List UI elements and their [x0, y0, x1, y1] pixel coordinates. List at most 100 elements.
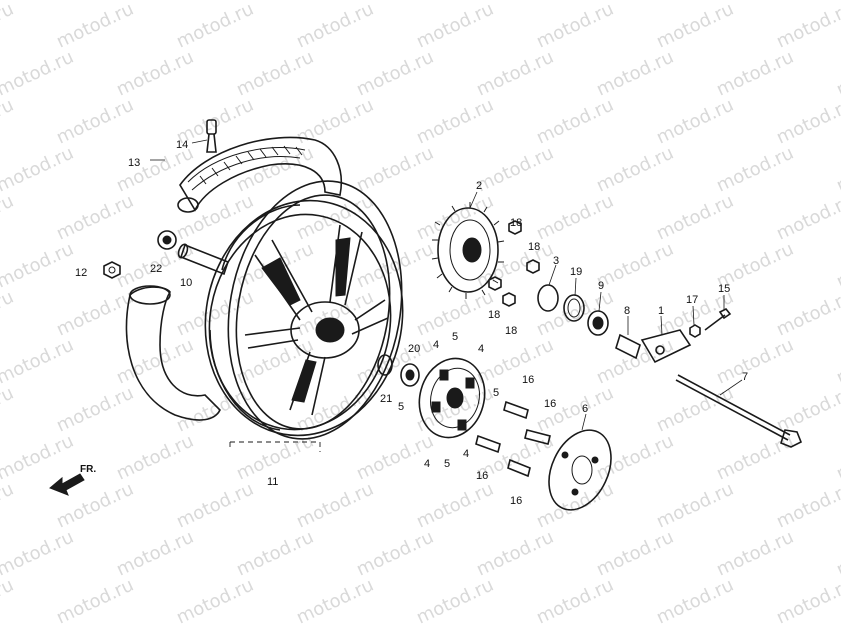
watermark-text: motod.ru	[713, 527, 797, 581]
callout-12: 12	[75, 267, 87, 279]
watermark-text: motod.ru	[773, 479, 841, 533]
callout-6: 6	[582, 403, 588, 415]
distance-collar	[615, 333, 641, 360]
callout-15: 15	[718, 283, 730, 295]
watermark-text: motod.ru	[653, 191, 737, 245]
watermark-text: motod.ru	[0, 479, 17, 533]
callout-18-c: 18	[488, 309, 500, 321]
watermark-text: motod.ru	[353, 47, 437, 101]
watermark-text: motod.ru	[413, 479, 497, 533]
callout-16-b: 16	[544, 398, 556, 410]
oil-seal	[563, 294, 585, 322]
watermark-text: motod.ru	[293, 95, 377, 149]
watermark-text: motod.ru	[473, 143, 557, 197]
watermark-text: motod.ru	[833, 431, 841, 485]
watermark-text: motod.ru	[653, 95, 737, 149]
watermark-text: motod.ru	[713, 335, 797, 389]
watermark-text: motod.ru	[173, 287, 257, 341]
watermark-text: motod.ru	[593, 47, 677, 101]
callout-20: 20	[408, 343, 420, 355]
axle-sleeve	[177, 243, 229, 276]
watermark-text: motod.ru	[593, 239, 677, 293]
watermark-text: motod.ru	[773, 287, 841, 341]
watermark-text: motod.ru	[653, 479, 737, 533]
watermark-text: motod.ru	[533, 191, 617, 245]
callout-9: 9	[598, 280, 604, 292]
watermark-text: motod.ru	[833, 143, 841, 197]
watermark-text: motod.ru	[533, 479, 617, 533]
watermark-text: motod.ru	[413, 95, 497, 149]
callout-4-d: 4	[463, 448, 469, 460]
watermark-text: motod.ru	[0, 0, 77, 5]
watermark-text: motod.ru	[413, 575, 497, 629]
watermark-text: motod.ru	[773, 0, 841, 53]
watermark-text: motod.ru	[293, 575, 377, 629]
callout-4-b: 4	[433, 339, 439, 351]
watermark-text: motod.ru	[0, 335, 77, 389]
watermark-text: motod.ru	[53, 191, 137, 245]
callout-1: 1	[658, 305, 664, 317]
callout-4-a: 4	[478, 343, 484, 355]
callout-10: 10	[180, 277, 192, 289]
rim-band	[125, 285, 221, 421]
circlip	[537, 284, 559, 312]
watermark-text: motod.ru	[113, 47, 197, 101]
watermark-text: motod.ru	[0, 0, 17, 53]
watermark-text: motod.ru	[113, 431, 197, 485]
watermark-text: motod.ru	[113, 335, 197, 389]
watermark-text: motod.ru	[53, 287, 137, 341]
watermark-text: motod.ru	[473, 527, 557, 581]
watermark-text: motod.ru	[353, 527, 437, 581]
callout-19: 19	[570, 266, 582, 278]
watermark-text: motod.ru	[713, 143, 797, 197]
watermark-text: motod.ru	[233, 47, 317, 101]
driven-sprocket	[431, 202, 505, 299]
sprocket-nuts	[488, 220, 540, 307]
fr-label: FR.	[80, 464, 96, 475]
watermark-text: motod.ru	[413, 191, 497, 245]
watermark-text: motod.ru	[233, 527, 317, 581]
watermark-text: motod.ru	[0, 47, 77, 101]
callout-5-a: 5	[452, 331, 458, 343]
watermark-text: motod.ru	[113, 527, 197, 581]
adjuster-nut	[689, 324, 701, 338]
cast-wheel	[204, 180, 404, 452]
callout-16-d: 16	[510, 495, 522, 507]
callout-3: 3	[553, 255, 559, 267]
callout-5-b: 5	[493, 387, 499, 399]
flange-collar	[400, 363, 420, 387]
watermark-text: motod.ru	[173, 479, 257, 533]
watermark-text: motod.ru	[53, 95, 137, 149]
bearing-left	[157, 230, 177, 250]
watermark-text: motod.ru	[473, 47, 557, 101]
callout-16-c: 16	[476, 470, 488, 482]
axle-nut	[103, 261, 121, 279]
watermark-text: motod.ru	[713, 47, 797, 101]
callout-5-c: 5	[398, 401, 404, 413]
watermark-text: motod.ru	[593, 527, 677, 581]
watermark-text: motod.ru	[533, 95, 617, 149]
watermark-text: motod.ru	[533, 575, 617, 629]
callout-13: 13	[128, 157, 140, 169]
callout-21: 21	[380, 393, 392, 405]
final-driven-flange	[418, 357, 486, 439]
callout-16-a: 16	[522, 374, 534, 386]
valve-stem	[206, 119, 217, 153]
watermark-text: motod.ru	[473, 335, 557, 389]
leader-lines	[150, 139, 743, 431]
watermark-text: motod.ru	[0, 527, 77, 581]
watermark-text: motod.ru	[773, 383, 841, 437]
watermark-text: motod.ru	[833, 239, 841, 293]
callout-5-d: 5	[444, 458, 450, 470]
chain-adjuster	[640, 329, 692, 364]
watermark-text: motod.ru	[293, 0, 377, 53]
callout-2: 2	[476, 180, 482, 192]
callout-18-a: 18	[510, 217, 522, 229]
watermark-text: motod.ru	[833, 335, 841, 389]
tire	[177, 136, 342, 213]
watermark-text: motod.ru	[773, 191, 841, 245]
watermark-text: motod.ru	[653, 0, 737, 53]
watermark-text: motod.ru	[53, 0, 137, 53]
watermark-text: motod.ru	[593, 143, 677, 197]
